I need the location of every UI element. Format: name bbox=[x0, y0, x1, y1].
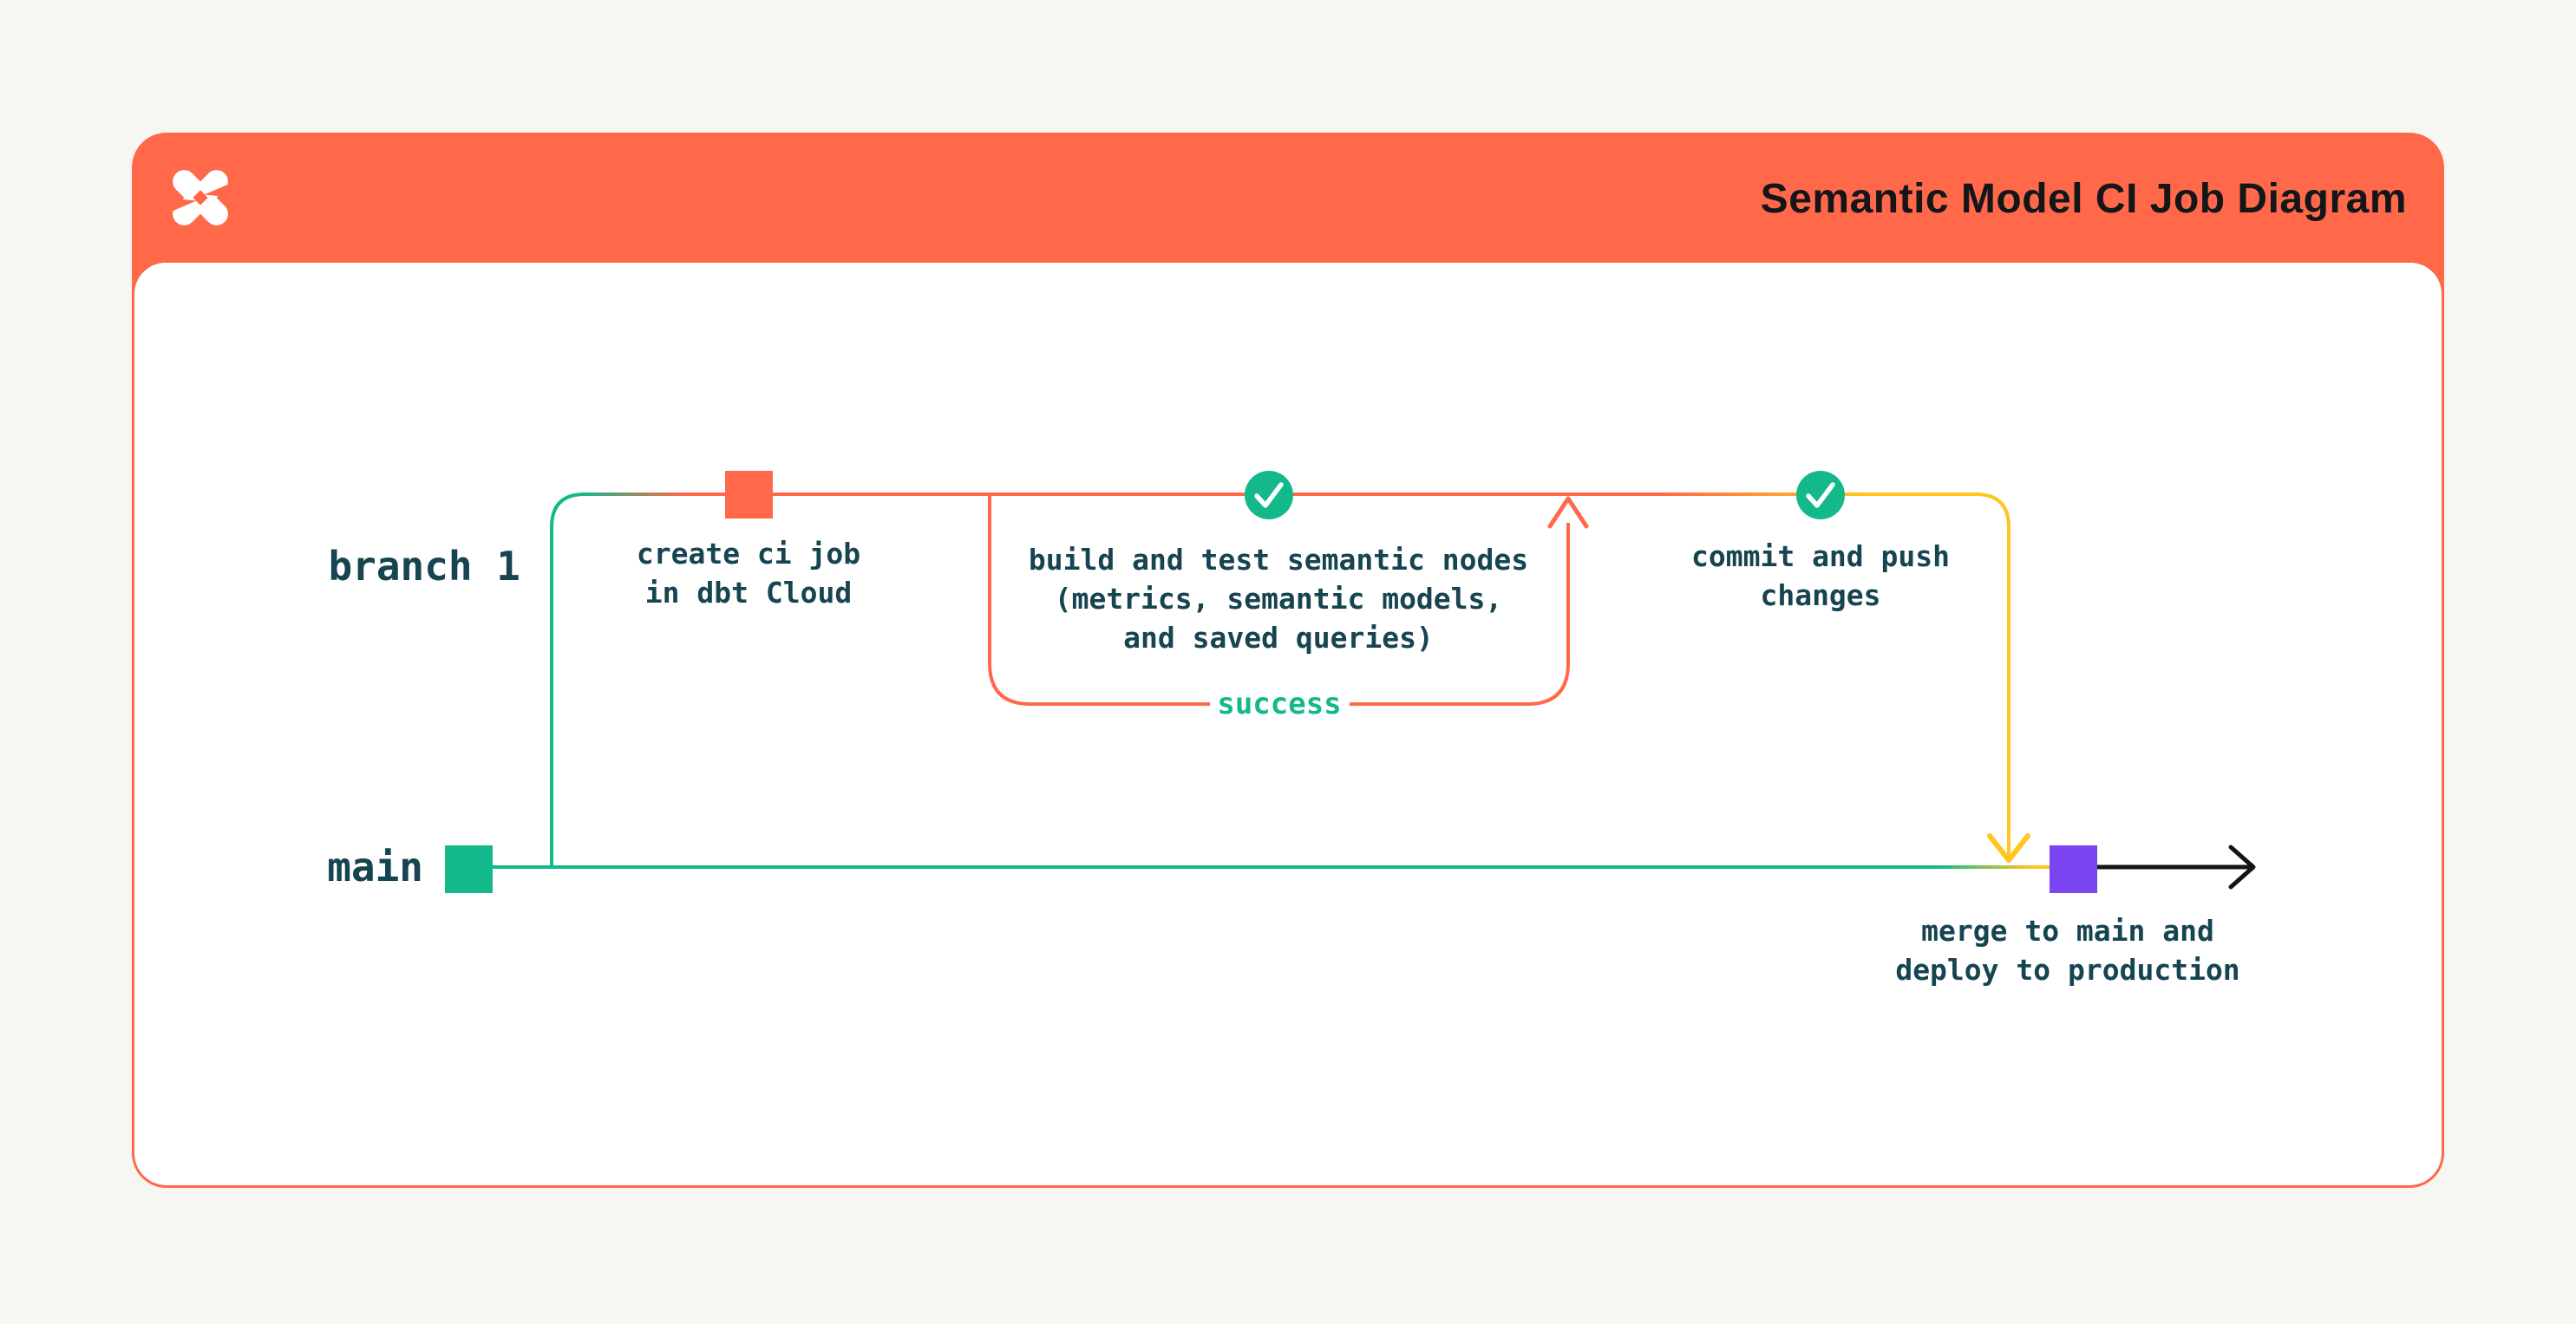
caption-line: (metrics, semantic models, bbox=[1054, 582, 1503, 616]
branch-1-label: branch 1 bbox=[328, 543, 520, 590]
create-ci-caption: create ci job in dbt Cloud bbox=[637, 534, 860, 612]
page-title: Semantic Model CI Job Diagram bbox=[1760, 176, 2407, 222]
main-commit-node bbox=[445, 845, 493, 893]
build-test-caption: build and test semantic nodes (metrics, … bbox=[1029, 540, 1528, 657]
diagram-canvas: branch 1 main create ci job in dbt Cloud… bbox=[134, 263, 2442, 1185]
check-circle-icon bbox=[1796, 471, 1845, 519]
caption-line: create ci job bbox=[636, 537, 861, 571]
caption-line: build and test semantic nodes bbox=[1028, 543, 1529, 577]
caption-line: and saved queries) bbox=[1123, 621, 1434, 655]
main-label: main bbox=[327, 844, 423, 890]
caption-line: changes bbox=[1760, 578, 1881, 612]
git-graph bbox=[445, 471, 2256, 893]
loop-up-arrow-icon bbox=[1547, 496, 1589, 529]
card-header: Semantic Model CI Job Diagram bbox=[134, 135, 2442, 263]
diagram-card: Semantic Model CI Job Diagram bbox=[132, 133, 2444, 1188]
caption-line: merge to main and bbox=[1921, 914, 2214, 948]
commit-push-caption: commit and push changes bbox=[1691, 537, 1950, 615]
create-ci-commit-node bbox=[725, 471, 773, 519]
success-label: success bbox=[1217, 687, 1342, 721]
success-loop-left bbox=[988, 494, 1210, 706]
success-loop-right bbox=[1350, 523, 1570, 706]
continue-right-arrow-icon bbox=[2228, 845, 2256, 890]
caption-line: deploy to production bbox=[1895, 953, 2240, 987]
merge-down-arrow-icon bbox=[1987, 833, 2030, 863]
merge-commit-node bbox=[2050, 845, 2097, 893]
merge-deploy-caption: merge to main and deploy to production bbox=[1895, 911, 2239, 989]
caption-line: commit and push bbox=[1690, 539, 1951, 573]
caption-line: in dbt Cloud bbox=[644, 576, 853, 610]
dbt-logo-icon bbox=[164, 170, 237, 225]
check-circle-icon bbox=[1245, 471, 1293, 519]
